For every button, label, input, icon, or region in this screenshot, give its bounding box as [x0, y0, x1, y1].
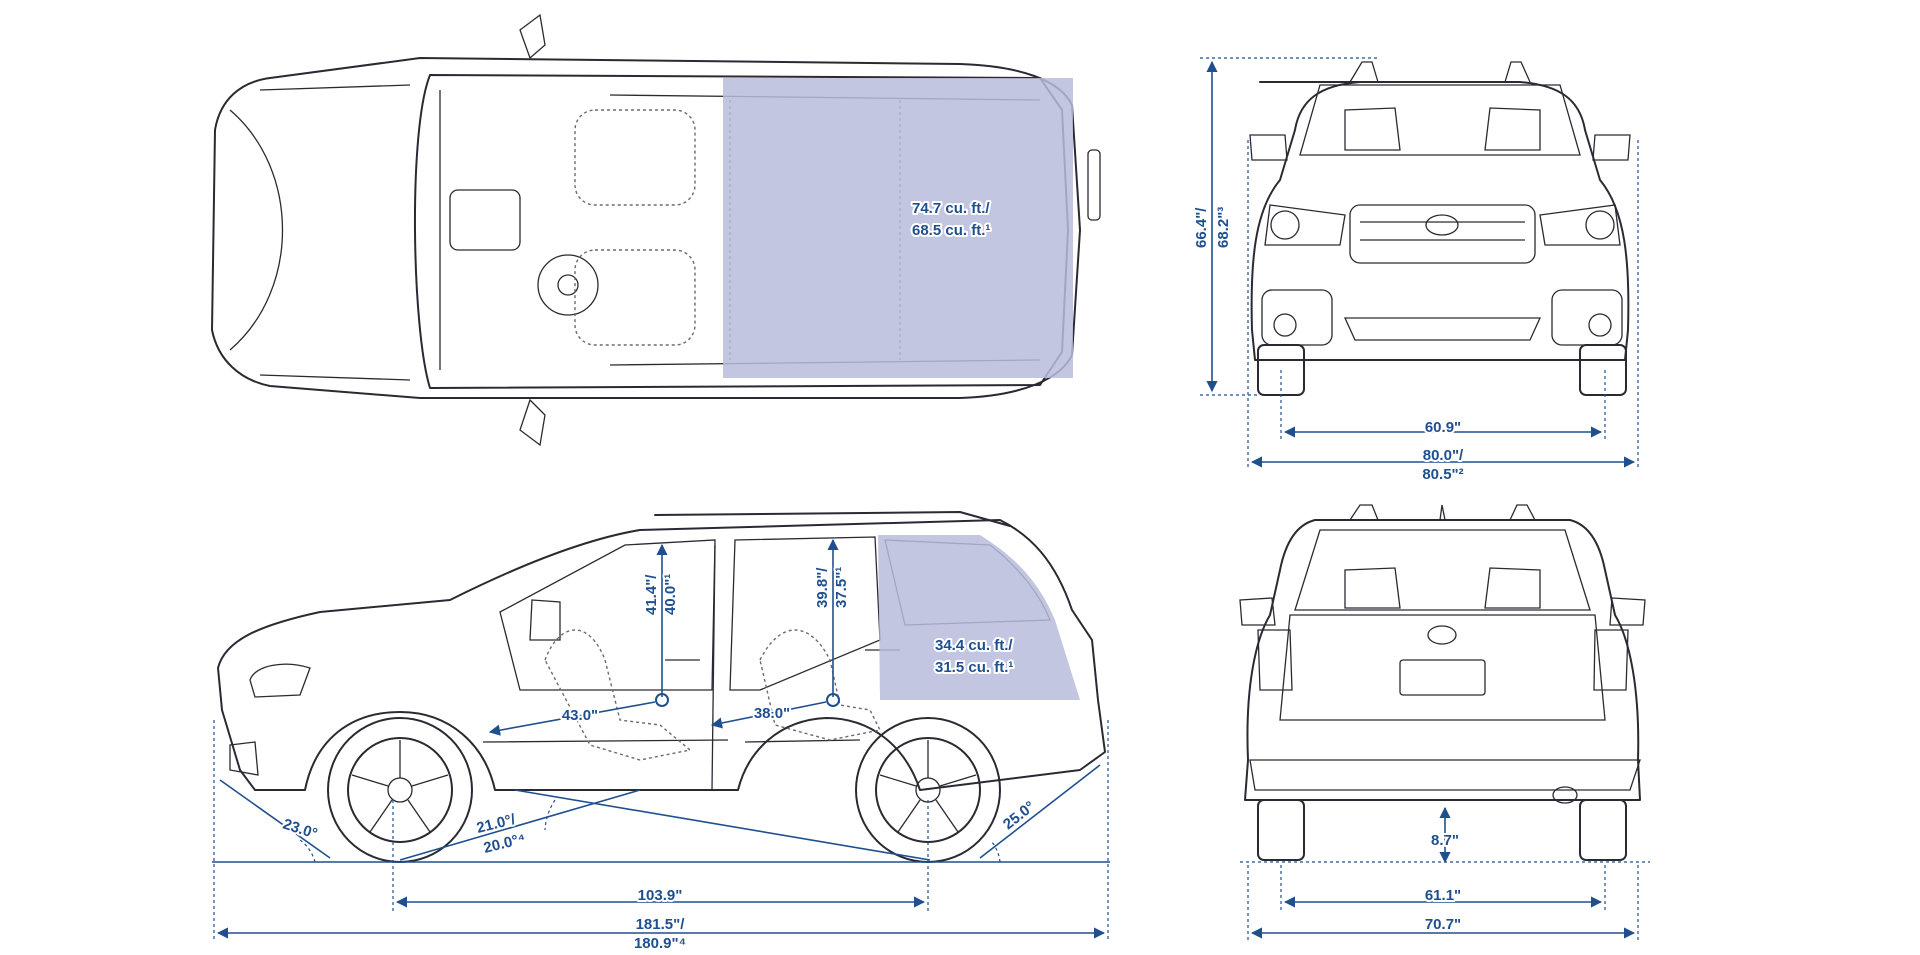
- rear-headroom-label-2: 37.5"¹: [833, 567, 850, 608]
- approach-angle-label: 23.0°: [281, 816, 320, 843]
- length-label-1: 181.5"/: [636, 916, 686, 933]
- departure-angle-arc: [991, 841, 1001, 863]
- front-height-label-2: 68.2"³: [1215, 207, 1232, 248]
- front-legroom-dimension: [488, 701, 656, 736]
- front-headroom-label-2: 40.0"¹: [662, 574, 679, 615]
- side-cargo-volume-label-2: 31.5 cu. ft.¹: [935, 659, 1013, 676]
- front-width-label-2: 80.5"²: [1422, 466, 1463, 483]
- top-cargo-area: [723, 78, 1073, 378]
- departure-angle-line: [979, 764, 1101, 859]
- rear-width-label: 70.7": [1425, 916, 1461, 933]
- front-legroom-label: 43.0": [562, 707, 598, 724]
- rear-legroom-label: 38.0": [754, 705, 790, 722]
- front-wheel: [327, 717, 473, 863]
- side-cargo-area: [878, 535, 1080, 700]
- top-cargo-volume-label-2: 68.5 cu. ft.¹: [912, 222, 990, 239]
- front-headroom-label-1: 41.4"/: [643, 574, 660, 615]
- front-track-label: 60.9": [1425, 419, 1461, 436]
- approach-angle-arc: [299, 839, 316, 863]
- rear-track-label: 61.1": [1425, 887, 1461, 904]
- length-label-2: 180.9"⁴: [634, 935, 686, 952]
- ground-clearance-label: 8.7": [1431, 832, 1459, 849]
- rear-hip-point: [826, 693, 840, 707]
- breakover-line-rear: [514, 789, 931, 861]
- front-hip-point: [655, 693, 669, 707]
- top-cargo-volume-label-1: 74.7 cu. ft./: [912, 200, 990, 217]
- rear-view-car: [1239, 504, 1646, 861]
- front-view-car: [1249, 61, 1631, 396]
- side-cargo-volume-label-1: 34.4 cu. ft./: [935, 637, 1013, 654]
- rear-legroom-dimension: [710, 701, 827, 729]
- rear-headroom-label-1: 39.8"/: [814, 567, 831, 608]
- front-width-label-1: 80.0"/: [1423, 447, 1464, 464]
- approach-angle-line: [219, 779, 331, 859]
- breakover-arc: [544, 799, 556, 831]
- breakover-line-front: [399, 789, 641, 861]
- wheelbase-label: 103.9": [638, 887, 683, 904]
- front-height-label-1: 66.4"/: [1193, 207, 1210, 248]
